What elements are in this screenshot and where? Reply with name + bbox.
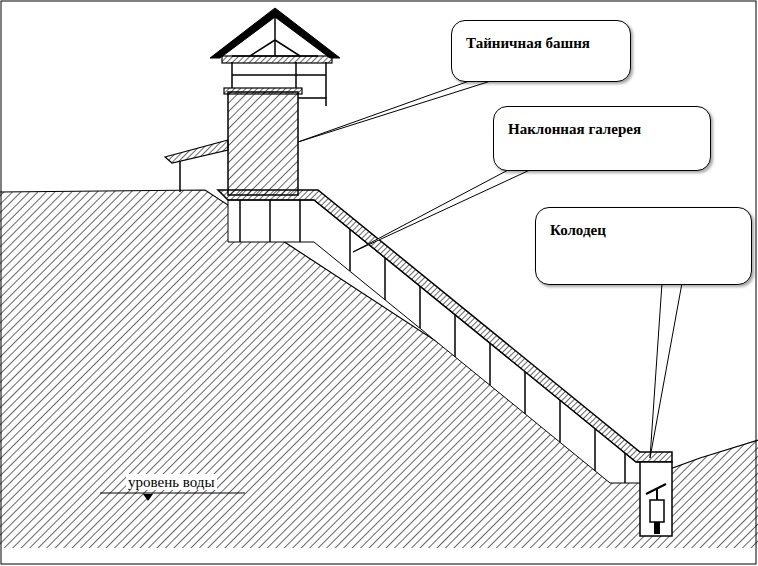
pump-pipe (654, 522, 660, 534)
hill-ground (0, 190, 758, 548)
gallery-roof (218, 190, 672, 462)
roof-truss (232, 17, 318, 56)
tower-frame (232, 62, 326, 106)
callout-box: Тайничная башня (451, 20, 631, 82)
water-level-line (100, 493, 245, 494)
water-level-mark (143, 494, 153, 501)
well-shaft (640, 462, 672, 536)
side-post (179, 161, 181, 192)
callout-tail (353, 169, 532, 252)
callout-tail (298, 80, 494, 142)
tower-shaft (228, 92, 298, 195)
hill-surface (0, 190, 758, 478)
tower-cornice (224, 88, 302, 94)
tower-roof (210, 8, 340, 58)
callout-text: Колодец (550, 222, 606, 239)
tower-beam (222, 56, 332, 63)
side-roof (165, 140, 228, 163)
pump-handle (646, 484, 666, 494)
callout-box: Колодец (535, 207, 752, 285)
well-pump (650, 500, 664, 522)
callout-tail (650, 283, 682, 458)
water-level-label: уровень воды (126, 474, 217, 490)
callout-text: Наклонная галерея (508, 121, 641, 138)
callout-text: Тайничная башня (466, 35, 590, 52)
callout-box: Наклонная галерея (493, 106, 711, 171)
